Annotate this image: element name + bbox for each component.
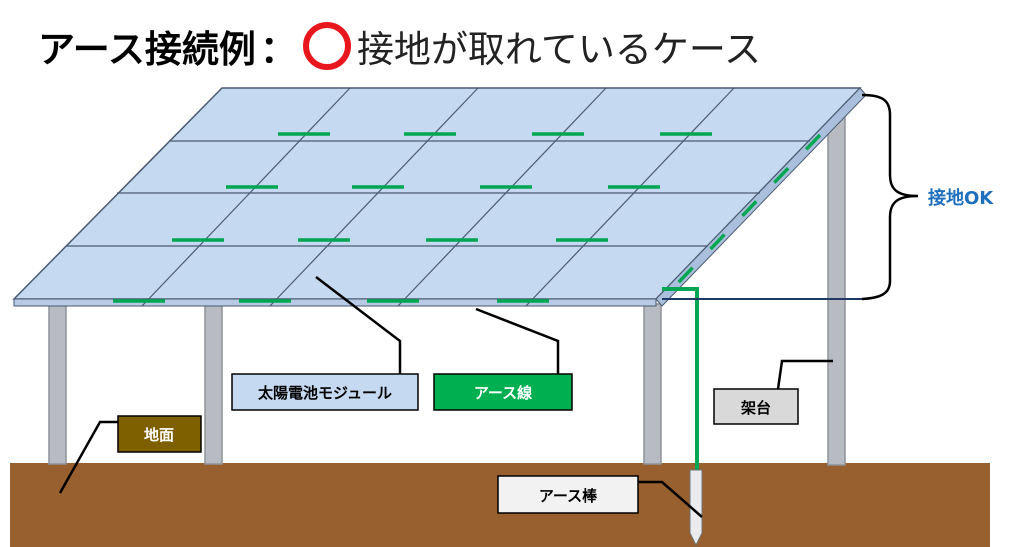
module-label: 太陽電池モジュール [258,384,392,402]
title-main: アース接続例 [38,28,256,71]
post-front-mid [204,303,223,465]
leader-frame [776,359,833,390]
col-line-2 [269,87,479,307]
post-front-right [643,303,662,465]
frame-label-box [713,388,799,425]
leader-rod [638,480,703,518]
leader-lines [58,276,833,518]
earth-wire-label: アース線 [474,384,532,402]
col-line-3 [397,87,607,307]
earth-rod-label: アース棒 [539,487,598,505]
ground-label: 地面 [144,426,174,444]
panel-front-edge [13,298,657,307]
earth-wire-to-rod [662,287,699,478]
earth-rod [689,469,703,547]
red-circle-icon [302,22,351,70]
col-line-1 [141,87,351,307]
title: アース接続例 ： 接地が取れているケース [38,18,761,74]
leader-ground [58,420,118,494]
earth-rod-label-box [497,475,639,514]
leader-module [315,276,402,374]
frame-label: 架台 [740,399,771,417]
title-colon: ： [259,28,297,71]
grounding-ok-label: 接地OK [928,187,994,209]
post-back-right [827,104,846,466]
earth-wire-label-box [433,373,573,411]
post-front-left [48,303,67,465]
frame-posts [48,104,846,466]
earth-connections [113,132,822,303]
ground-label-box [117,415,202,453]
module-label-box [231,373,419,411]
col-line-4 [525,87,735,307]
title-case: 接地が取れているケース [356,28,761,71]
earth-wire-side [674,133,822,287]
panel-grid [66,87,810,307]
grounding-bracket [861,93,919,301]
leader-earth-wire [475,307,560,374]
